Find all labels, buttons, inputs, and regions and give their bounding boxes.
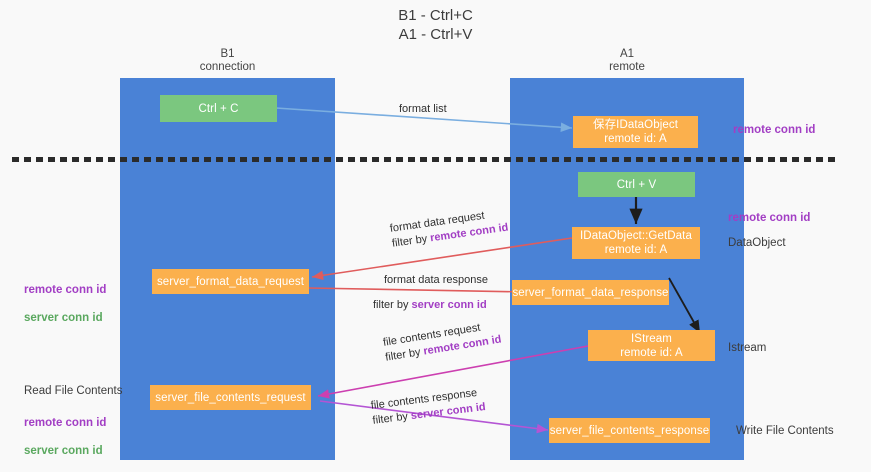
node-server-file-contents-request[interactable]: server_file_contents_request: [150, 385, 311, 410]
column-header-b1: B1 connection: [199, 48, 256, 73]
side-label-server-conn-id-format: server conn id: [24, 312, 103, 324]
side-label-remote-conn-id-middle: remote conn id: [728, 212, 811, 224]
node-idataobject-getdata[interactable]: IDataObject::GetData remote id: A: [572, 227, 700, 259]
side-label-conn-ids-file: remote conn id server conn id: [24, 402, 106, 472]
node-ctrl-c[interactable]: Ctrl + C: [160, 95, 277, 122]
side-label-write-file-contents: Write File Contents: [736, 425, 834, 437]
side-label-remote-conn-id-format: remote conn id: [24, 284, 107, 296]
node-istream[interactable]: IStream remote id: A: [588, 330, 715, 361]
node-save-idataobject[interactable]: 保存IDataObject remote id: A: [573, 116, 698, 148]
side-label-read-file-contents: Read File Contents: [24, 385, 123, 397]
side-label-conn-ids-format: remote conn id server conn id: [24, 269, 106, 339]
side-label-server-conn-id-file: server conn id: [24, 445, 103, 457]
edge-label-format-data-request: format data request filter by remote con…: [389, 206, 509, 252]
side-label-istream: Istream: [728, 342, 767, 354]
edge-label-format-data-response-filter: filter by server conn id: [373, 299, 487, 311]
edge-label-file-contents-response: file contents response filter by server …: [370, 385, 487, 429]
edge-label-format-list: format list: [399, 103, 447, 115]
side-label-dataobject: DataObject: [728, 237, 786, 249]
node-ctrl-v[interactable]: Ctrl + V: [578, 172, 695, 197]
page-title: B1 - Ctrl+C A1 - Ctrl+V: [398, 7, 473, 43]
node-server-file-contents-response[interactable]: server_file_contents_response: [549, 418, 710, 443]
edge-label-format-data-response: format data response: [384, 274, 488, 286]
edge-label-file-contents-request: file contents request filter by remote c…: [382, 318, 503, 366]
node-server-format-data-request[interactable]: server_format_data_request: [152, 269, 309, 294]
column-header-a1: A1 remote: [609, 48, 645, 73]
phase-divider: [12, 157, 840, 162]
side-label-remote-conn-id-top: remote conn id: [733, 124, 816, 136]
side-label-remote-conn-id-file: remote conn id: [24, 417, 107, 429]
node-server-format-data-response[interactable]: server_format_data_response: [512, 280, 669, 305]
